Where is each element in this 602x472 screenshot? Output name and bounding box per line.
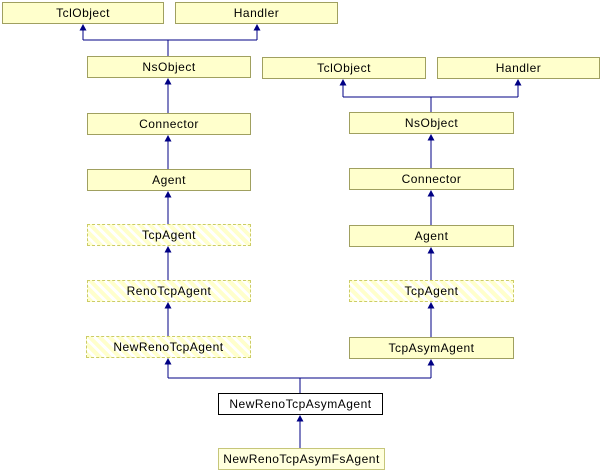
class-node-agent-right[interactable]: Agent bbox=[349, 225, 514, 247]
inheritance-arrowhead-icon bbox=[164, 78, 172, 85]
class-node-newrenotcpasymagent: NewRenoTcpAsymAgent bbox=[218, 393, 383, 415]
class-node-label: NsObject bbox=[404, 116, 459, 130]
class-node-label: Handler bbox=[233, 6, 280, 20]
class-node-tcpagent-right: TcpAgent bbox=[349, 280, 514, 302]
inheritance-arrowhead-icon bbox=[514, 79, 522, 86]
class-node-label: TclObject bbox=[56, 6, 110, 20]
class-node-handler-right[interactable]: Handler bbox=[437, 57, 600, 79]
class-node-label: TcpAgent bbox=[141, 228, 197, 242]
class-node-label: TcpAsymAgent bbox=[388, 341, 475, 355]
inheritance-arrowhead-icon bbox=[296, 415, 304, 422]
inheritance-arrowhead-icon bbox=[164, 191, 172, 198]
class-node-label: NsObject bbox=[142, 60, 196, 74]
class-node-label: NewRenoTcpAgent bbox=[113, 340, 224, 354]
inheritance-arrowhead-icon bbox=[427, 190, 435, 197]
class-node-label: Handler bbox=[495, 61, 542, 75]
class-node-handler-left[interactable]: Handler bbox=[175, 2, 338, 24]
class-node-label: Agent bbox=[152, 173, 186, 187]
class-node-label: RenoTcpAgent bbox=[126, 284, 212, 298]
inheritance-arrowhead-icon bbox=[253, 24, 261, 31]
class-node-label: NewRenoTcpAsymAgent bbox=[229, 397, 372, 411]
class-node-tclobject-right[interactable]: TclObject bbox=[262, 57, 426, 79]
inheritance-arrowhead-icon bbox=[427, 359, 435, 366]
class-node-label: NewRenoTcpAsymFsAgent bbox=[223, 452, 380, 466]
inheritance-arrowhead-icon bbox=[339, 79, 347, 86]
inheritance-arrowhead-icon bbox=[79, 24, 87, 31]
class-node-label: Agent bbox=[414, 229, 449, 243]
inheritance-arrowhead-icon bbox=[164, 302, 172, 309]
class-node-connector-left[interactable]: Connector bbox=[87, 113, 251, 135]
class-node-newrenotcpasymfsagent[interactable]: NewRenoTcpAsymFsAgent bbox=[218, 448, 385, 470]
class-node-renotcpagent: RenoTcpAgent bbox=[87, 280, 251, 302]
class-node-nsobject-left[interactable]: NsObject bbox=[87, 56, 251, 78]
class-node-label: TclObject bbox=[317, 61, 371, 75]
inheritance-arrowhead-icon bbox=[164, 358, 172, 365]
inheritance-arrowhead-icon bbox=[427, 134, 435, 141]
class-node-tcpasymagent[interactable]: TcpAsymAgent bbox=[349, 337, 514, 359]
class-node-label: Connector bbox=[139, 117, 199, 131]
class-node-label: TcpAgent bbox=[404, 284, 459, 298]
class-node-newrenotcpagent: NewRenoTcpAgent bbox=[86, 336, 251, 358]
inheritance-arrowhead-icon bbox=[164, 246, 172, 253]
class-node-connector-right[interactable]: Connector bbox=[349, 168, 514, 190]
class-node-tcpagent-left: TcpAgent bbox=[87, 224, 251, 246]
inheritance-arrowhead-icon bbox=[164, 135, 172, 142]
class-node-agent-left[interactable]: Agent bbox=[87, 169, 251, 191]
class-node-label: Connector bbox=[401, 172, 462, 186]
inheritance-arrowhead-icon bbox=[427, 302, 435, 309]
class-node-tclobject-left[interactable]: TclObject bbox=[2, 2, 164, 24]
class-node-nsobject-right[interactable]: NsObject bbox=[349, 112, 514, 134]
inheritance-arrowhead-icon bbox=[427, 247, 435, 254]
